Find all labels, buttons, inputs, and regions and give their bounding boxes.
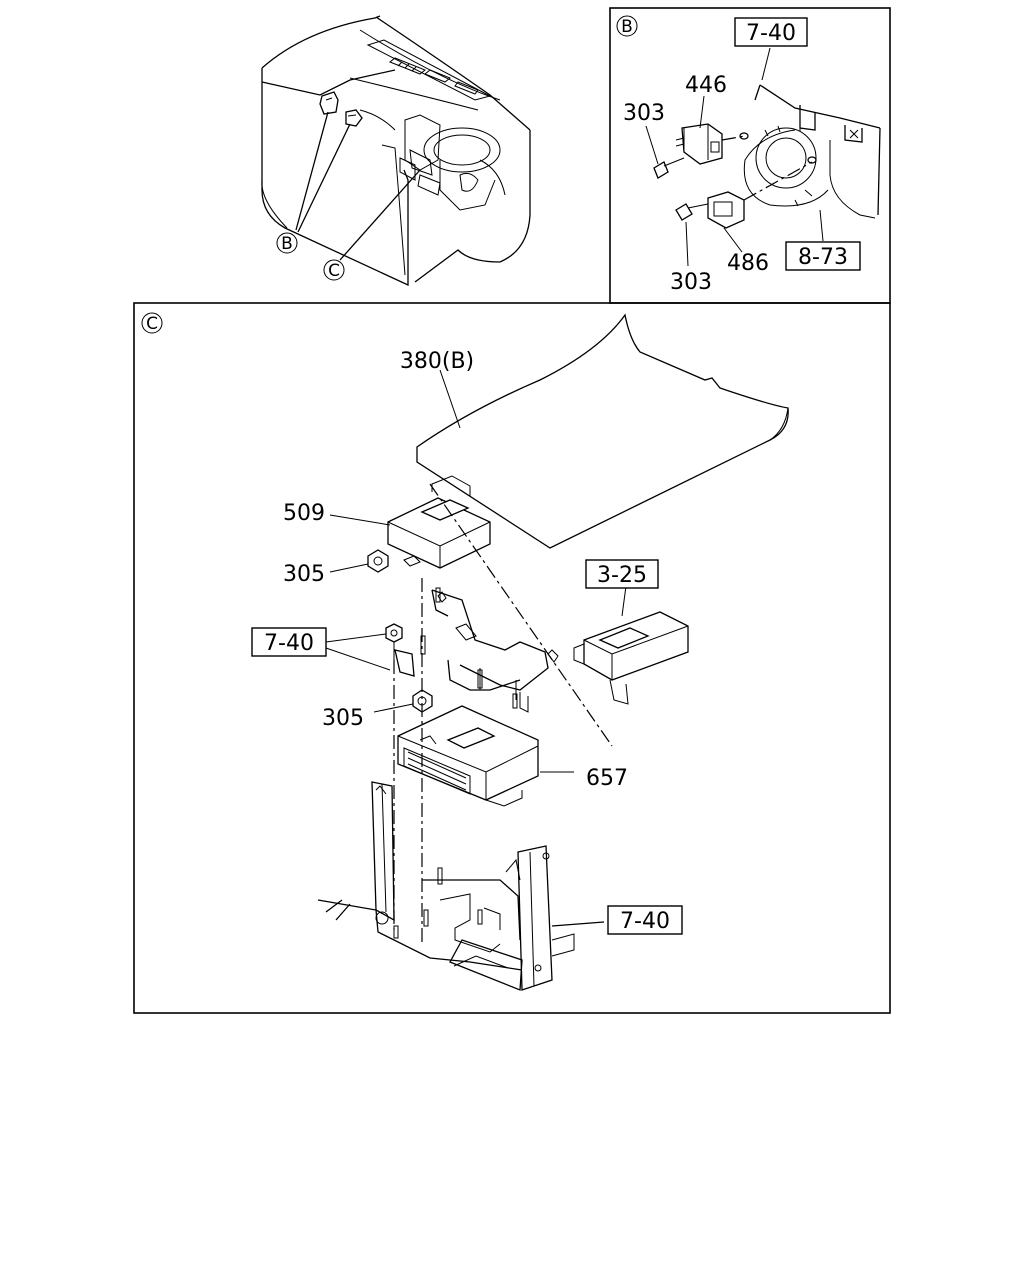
ref-7-40-bottom: 7-40 xyxy=(607,905,683,935)
svg-text:C: C xyxy=(328,261,340,281)
label-509: 509 xyxy=(283,501,325,526)
callout-c-overview: C xyxy=(323,259,345,281)
detail-c-illustration xyxy=(317,313,789,991)
svg-text:7-40: 7-40 xyxy=(620,909,670,934)
label-380b: 380(B) xyxy=(400,349,474,374)
ref-7-40-b: 7-40 xyxy=(734,17,808,47)
svg-text:3-25: 3-25 xyxy=(597,563,647,588)
detail-b-callout: B xyxy=(616,15,638,37)
svg-text:B: B xyxy=(281,234,293,254)
detail-c-callout: C xyxy=(141,312,163,334)
svg-text:C: C xyxy=(146,314,158,334)
ref-7-40-left: 7-40 xyxy=(251,627,327,657)
label-657: 657 xyxy=(586,766,628,791)
label-446: 446 xyxy=(685,73,727,98)
svg-text:8-73: 8-73 xyxy=(798,245,848,270)
detail-c-panel xyxy=(133,302,891,1014)
label-305-bottom: 305 xyxy=(322,706,364,731)
ref-3-25: 3-25 xyxy=(585,559,659,589)
ref-8-73: 8-73 xyxy=(785,241,861,271)
label-305-top: 305 xyxy=(283,562,325,587)
svg-text:7-40: 7-40 xyxy=(264,631,314,656)
callout-b-overview: B xyxy=(276,232,298,254)
cab-overview-illustration xyxy=(261,15,531,287)
label-303-top: 303 xyxy=(623,101,665,126)
svg-text:B: B xyxy=(621,17,633,37)
label-486: 486 xyxy=(727,251,769,276)
label-303-bottom: 303 xyxy=(670,270,712,295)
svg-text:7-40: 7-40 xyxy=(746,21,796,46)
detail-b-illustration xyxy=(645,47,881,267)
